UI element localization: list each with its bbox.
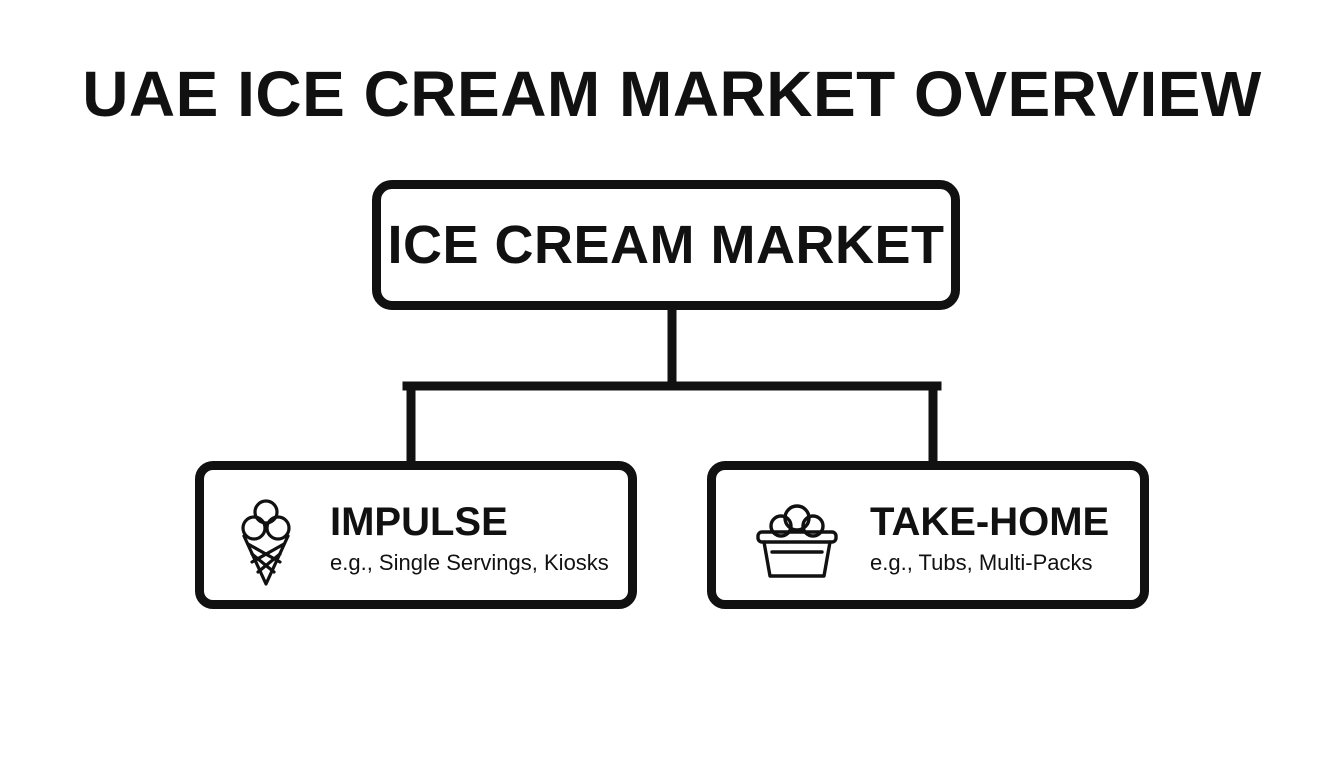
take-home-title: TAKE-HOME [870,500,1110,544]
impulse-subtitle: e.g., Single Servings, Kiosks [330,550,609,575]
diagram-title: UAE ICE CREAM MARKET OVERVIEW [82,58,1262,130]
ice-cream-cone-icon [236,492,296,593]
ice-cream-tub-icon [752,492,842,587]
take-home-subtitle: e.g., Tubs, Multi-Packs [870,550,1093,575]
root-node: ICE CREAM MARKET [372,180,960,310]
impulse-title: IMPULSE [330,500,508,544]
root-node-label: ICE CREAM MARKET [387,215,945,275]
take-home-node: TAKE-HOME e.g., Tubs, Multi-Packs [707,461,1149,609]
impulse-node: IMPULSE e.g., Single Servings, Kiosks [195,461,637,609]
